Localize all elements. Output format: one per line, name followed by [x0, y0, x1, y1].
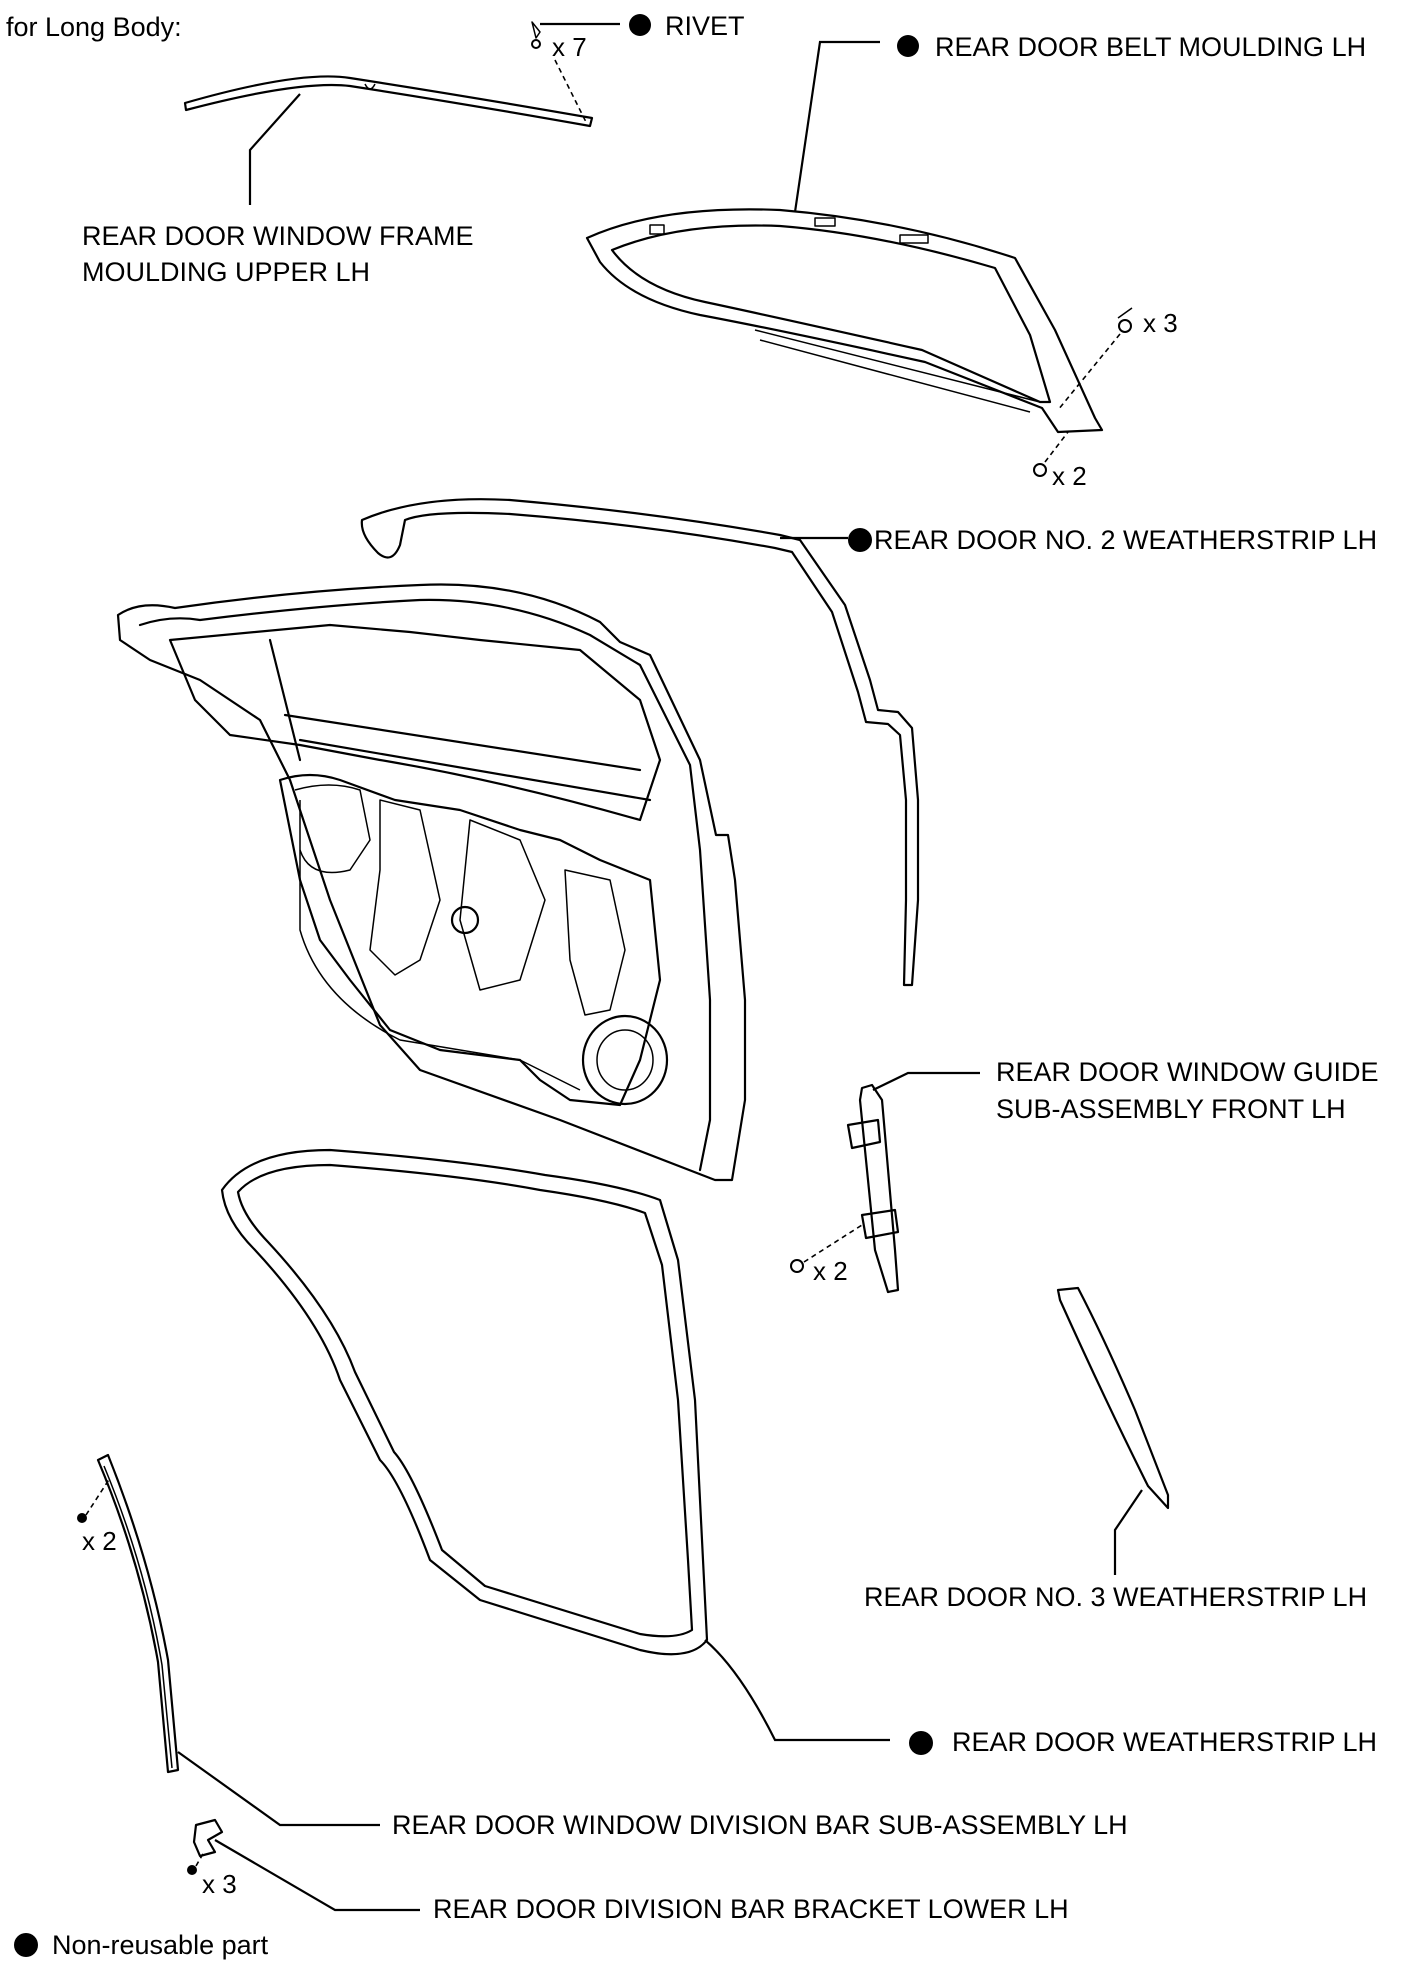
frame-moulding-label-line1: REAR DOOR WINDOW FRAME: [82, 221, 474, 251]
door-speaker-inner: [596, 1029, 654, 1091]
frame-moulding-clip: [364, 83, 376, 90]
belt-clip-2: [814, 217, 836, 227]
rivet-label: RIVET: [665, 11, 745, 41]
bolt-icon: [77, 1513, 87, 1523]
door-speaker-hole: [581, 1014, 669, 1106]
door-weatherstrip-outer: [220, 1148, 709, 1656]
belt-clip-3: [899, 234, 929, 244]
bracket-lower-dash: [195, 1851, 205, 1867]
frame-moulding-leader: [248, 93, 301, 205]
no3-weatherstrip-group: REAR DOOR NO. 3 WEATHERSTRIP LH: [864, 1286, 1367, 1612]
belt-moulding-label: REAR DOOR BELT MOULDING LH: [935, 32, 1366, 62]
belt-moulding-outer: [585, 208, 1104, 434]
non-reusable-marker-icon: [909, 1731, 933, 1755]
bolt-icon: [187, 1865, 197, 1875]
door-seal-path: [299, 800, 581, 1091]
door-cutout-4: [564, 869, 626, 1016]
header-note: for Long Body:: [6, 12, 182, 42]
belt-lower-dash: [1044, 431, 1069, 463]
belt-moulding-leader: [793, 40, 880, 213]
door-weatherstrip-leader: [704, 1639, 890, 1742]
rivet-icon: [531, 21, 541, 39]
window-guide-leader: [872, 1071, 980, 1091]
door-belt-line2: [298, 738, 652, 802]
bracket-lower-count: x 3: [202, 1869, 237, 1899]
division-bar-shape: [96, 1453, 180, 1774]
bracket-lower-shape: [192, 1818, 224, 1858]
division-bar-dash: [85, 1477, 111, 1516]
window-guide-label-line1: REAR DOOR WINDOW GUIDE: [996, 1057, 1379, 1087]
belt-moulding-inner: [610, 224, 1052, 404]
legend-non-reusable: Non-reusable part: [52, 1930, 269, 1960]
bracket-lower-leader: [214, 1839, 420, 1912]
non-reusable-marker-icon: [897, 35, 919, 57]
no3-weatherstrip-leader: [1113, 1489, 1143, 1575]
window-guide-label-line2: SUB-ASSEMBLY FRONT LH: [996, 1094, 1346, 1124]
no3-weatherstrip-label: REAR DOOR NO. 3 WEATHERSTRIP LH: [864, 1582, 1367, 1612]
door-belt-line: [283, 713, 642, 772]
belt-moulding-strip2: [759, 339, 1031, 413]
door-outer-outline: [116, 583, 747, 1182]
door-weatherstrip-inner: [236, 1163, 694, 1638]
screw-icon: [1118, 319, 1132, 333]
rivet-dash-line: [554, 59, 587, 123]
door-panel: [116, 583, 747, 1182]
door-division-rail: [268, 638, 302, 762]
rivet-head-icon: [531, 39, 541, 49]
no2-weatherstrip-group: REAR DOOR NO. 2 WEATHERSTRIP LH: [360, 498, 1377, 987]
window-guide-bracket-upper: [846, 1118, 882, 1150]
window-guide-rail: [858, 1083, 900, 1294]
non-reusable-marker-icon: [848, 528, 872, 552]
division-bar-leader: [177, 1751, 380, 1827]
division-bar-group: x 2 REAR DOOR WINDOW DIVISION BAR SUB-AS…: [77, 1453, 1128, 1840]
door-hole: [450, 905, 480, 935]
division-bar-count: x 2: [82, 1526, 117, 1556]
legend: Non-reusable part: [14, 1930, 269, 1960]
door-window-opening: [168, 623, 662, 822]
window-guide-dash: [803, 1224, 863, 1263]
screw-icon: [1033, 463, 1047, 477]
belt-clip-1: [649, 224, 665, 235]
belt-lower-count: x 2: [1052, 461, 1087, 491]
no3-weatherstrip-shape: [1056, 1286, 1170, 1510]
window-guide-bracket-lower: [860, 1208, 900, 1240]
rivet-group: x 7 RIVET: [531, 11, 745, 123]
window-guide-group: REAR DOOR WINDOW GUIDE SUB-ASSEMBLY FRON…: [790, 1057, 1379, 1294]
belt-moulding-strip: [754, 329, 1041, 403]
bolt-icon: [790, 1259, 804, 1273]
belt-moulding-group: REAR DOOR BELT MOULDING LH x 3 x 2: [585, 32, 1366, 491]
bracket-lower-label: REAR DOOR DIVISION BAR BRACKET LOWER LH: [433, 1894, 1069, 1924]
no2-weatherstrip-shape: [360, 498, 920, 987]
non-reusable-marker-icon: [629, 14, 651, 36]
division-bar-label: REAR DOOR WINDOW DIVISION BAR SUB-ASSEMB…: [392, 1810, 1128, 1840]
door-weatherstrip-group: REAR DOOR WEATHERSTRIP LH: [220, 1148, 1377, 1757]
belt-upper-dash: [1057, 333, 1121, 411]
non-reusable-marker-icon: [14, 1933, 38, 1957]
door-inner-flange: [138, 598, 712, 1172]
door-cutout-2: [369, 799, 441, 976]
frame-moulding-shape: [183, 75, 594, 128]
no2-weatherstrip-label: REAR DOOR NO. 2 WEATHERSTRIP LH: [874, 525, 1377, 555]
frame-moulding-label-line2: MOULDING UPPER LH: [82, 257, 370, 287]
division-bar-channel: [103, 1465, 173, 1769]
bracket-lower-group: x 3 REAR DOOR DIVISION BAR BRACKET LOWER…: [187, 1818, 1069, 1924]
door-weatherstrip-label: REAR DOOR WEATHERSTRIP LH: [952, 1727, 1377, 1757]
rivet-count: x 7: [552, 32, 587, 62]
belt-upper-count: x 3: [1143, 308, 1178, 338]
window-frame-moulding-upper: REAR DOOR WINDOW FRAME MOULDING UPPER LH: [82, 75, 594, 287]
window-guide-count: x 2: [813, 1256, 848, 1286]
door-cutout-3: [459, 819, 546, 991]
screw-shank: [1117, 307, 1133, 319]
door-cutout-1: [294, 784, 371, 874]
